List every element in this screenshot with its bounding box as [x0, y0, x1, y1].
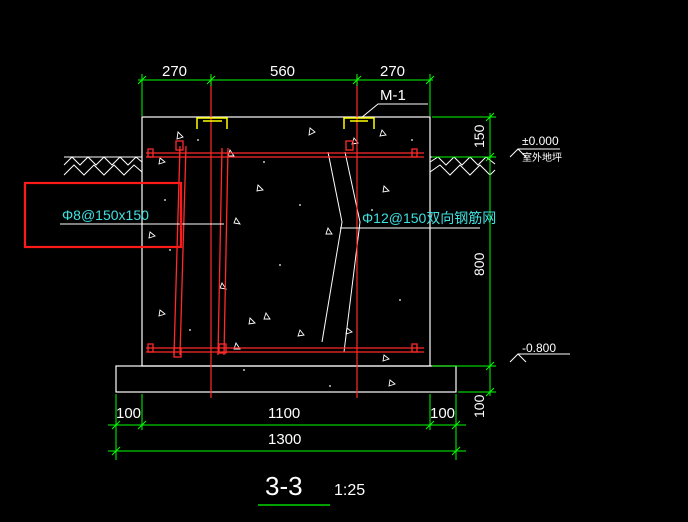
dim-right — [432, 112, 496, 397]
dim-top-left: 270 — [162, 63, 187, 80]
cover-right — [343, 117, 375, 129]
rebar-group — [146, 140, 424, 358]
ground-hatch-left — [63, 156, 143, 176]
cover-tag-label: M-1 — [380, 87, 406, 104]
rebar-left-label: Φ8@150x150 — [62, 207, 149, 223]
level-bottom-value: -0.800 — [522, 341, 556, 355]
section-title: 3-3 — [265, 471, 303, 501]
break-line-outer — [343, 151, 361, 353]
dim-bottom-right: 100 — [430, 405, 455, 422]
dim-bottom — [108, 394, 466, 460]
dim-top-right: 270 — [380, 63, 405, 80]
rebar-right-label: Φ12@150双向钢筋网 — [362, 210, 496, 226]
ground-hatch-right — [429, 156, 496, 176]
break-line-inner — [321, 151, 343, 343]
dim-overall: 1300 — [268, 431, 301, 448]
level-top-value: ±0.000 — [522, 134, 559, 148]
dim-bottom-left: 100 — [116, 405, 141, 422]
level-top-note: 室外地坪 — [522, 151, 562, 164]
dim-right-top: 150 — [471, 124, 487, 148]
rebar-mid-vertical — [217, 147, 223, 356]
cover-left — [196, 117, 228, 129]
concrete-dots — [164, 139, 413, 387]
rebar-left-vertical — [173, 145, 181, 356]
footing-outline — [115, 365, 457, 393]
dim-top — [137, 74, 435, 116]
dim-right-middle: 800 — [471, 252, 487, 276]
cover-tag-leader — [360, 103, 428, 119]
section-scale: 1:25 — [334, 482, 365, 499]
dim-top-middle: 560 — [270, 63, 295, 80]
level-marker-top — [509, 148, 560, 158]
level-marker-bottom — [509, 353, 570, 363]
dim-right-bottom: 100 — [471, 394, 487, 418]
dim-bottom-middle: 1100 — [268, 405, 300, 422]
highlight-box — [23, 181, 183, 249]
